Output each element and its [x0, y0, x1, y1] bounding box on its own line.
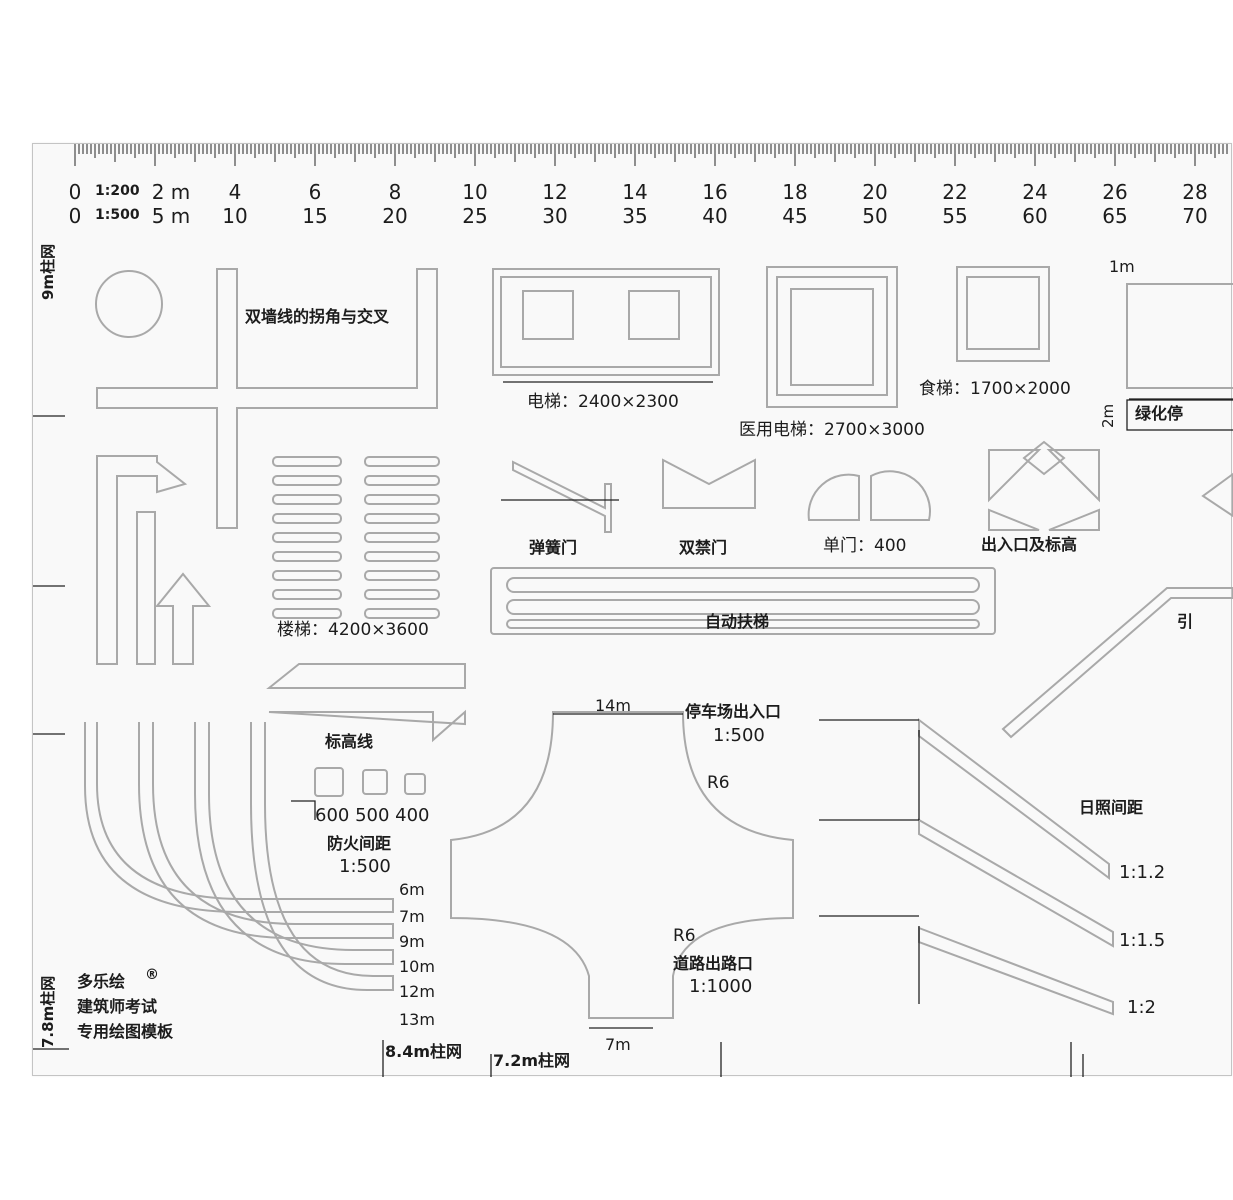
ruler-number: 12: [542, 180, 568, 204]
radius-10m-label: 10m: [399, 957, 435, 976]
ruler-number: 70: [1182, 204, 1208, 228]
elevator-cutout: [492, 268, 720, 376]
food-lift-label: 食梯：1700×2000: [919, 379, 1071, 399]
green-parking-label: 绿化停: [1135, 404, 1184, 423]
road-scale-label: 1:1000: [689, 976, 753, 997]
fire-spacing-label: 防火间距: [327, 834, 392, 853]
double-swing-door-label: 双禁门: [679, 538, 728, 557]
elevator-label: 电梯：2400×2300: [527, 392, 679, 412]
single-door-cutout: [807, 473, 860, 521]
double-wall-label: 双墙线的拐角与交叉: [245, 307, 390, 326]
elevation-line-label: 标高线: [325, 732, 374, 751]
entrance-elevation-cutout: [988, 449, 1100, 531]
ruler-number: 60: [1022, 204, 1048, 228]
medical-elevator-label: 医用电梯：2700×3000: [739, 420, 925, 440]
ruler-scale-name: 1:500: [95, 207, 140, 223]
r6-top-label: R6: [707, 773, 730, 793]
single-door-label: 单门：400: [823, 536, 907, 556]
ruler-number: 20: [862, 180, 888, 204]
registered-mark: ®: [145, 967, 159, 983]
road-intersection-cutout: [450, 711, 794, 1019]
ratio-2-label: 1:1.5: [1119, 930, 1166, 951]
fire-spacing-cutout: [314, 767, 426, 797]
leader-cutout: [1001, 587, 1233, 739]
circle-cutout: [95, 270, 163, 338]
ruler-zero-label: 0: [68, 204, 82, 228]
spring-door-label: 弹簧门: [529, 538, 578, 557]
brand-subtitle-1: 建筑师考试: [77, 997, 158, 1016]
radius-13m-label: 13m: [399, 1010, 435, 1029]
ruler-number: 4: [228, 180, 242, 204]
radius-7m-label: 7m: [399, 907, 425, 926]
radius-6m-label: 6m: [399, 880, 425, 899]
grid-78m-label: 7.8m柱网: [39, 975, 57, 1048]
food-lift-cutout: [956, 266, 1050, 362]
ruler-number: 35: [622, 204, 648, 228]
r6-bottom-label: R6: [673, 926, 696, 946]
radius-9m-label: 9m: [399, 932, 425, 951]
ruler-number: 20: [382, 204, 408, 228]
ruler-first-label: 2 m: [151, 180, 191, 204]
grid-9m-label: 9m柱网: [39, 243, 57, 300]
ruler-number: 6: [308, 180, 322, 204]
radius-curves-cutout: [84, 722, 394, 991]
ruler-scale-name: 1:200: [95, 183, 140, 199]
ruler-number: 16: [702, 180, 728, 204]
route-arrow-cutout: [96, 455, 188, 665]
double-wall-cutout: [96, 268, 438, 529]
ruler-ticks: [74, 144, 1228, 166]
double-swing-door-cutout: [662, 458, 756, 509]
two-m-label: 2m: [1099, 403, 1117, 428]
ruler-number: 10: [462, 180, 488, 204]
drawing-template: 0 1:200 2 m 4 6 8 10 12 14 16 18 20 22 24 26 28 0 1:500 5 …: [32, 143, 1233, 1077]
ratio-1-label: 1:1.2: [1119, 862, 1166, 883]
entrance-elevation-label: 出入口及标高: [981, 535, 1078, 554]
leader-label: 引: [1177, 612, 1194, 631]
ruler-number: 50: [862, 204, 888, 228]
ruler-number: 55: [942, 204, 968, 228]
ruler-number: 18: [782, 180, 808, 204]
ruler-number: 65: [1102, 204, 1128, 228]
parking-entrance-label: 停车场出入口: [685, 702, 782, 721]
road-exit-label: 道路出路口: [673, 954, 754, 973]
sunlight-slope-cutout: [918, 717, 1114, 1016]
sunlight-label: 日照间距: [1079, 798, 1144, 817]
ruler-number: 8: [388, 180, 402, 204]
brand-subtitle-2: 专用绘图模板: [77, 1022, 174, 1041]
ruler-number: 10: [222, 204, 248, 228]
medical-elevator-cutout: [766, 266, 898, 408]
grid-84m-label: 8.4m柱网: [385, 1042, 463, 1061]
ruler-number: 22: [942, 180, 968, 204]
elevation-line-cutout: [266, 663, 466, 743]
ruler-number: 24: [1022, 180, 1048, 204]
ruler-number: 45: [782, 204, 808, 228]
ruler-number: 25: [462, 204, 488, 228]
stencil-shapes: [33, 266, 1233, 1077]
escalator-label: 自动扶梯: [705, 612, 770, 631]
stairs-label: 楼梯：4200×3600: [277, 620, 429, 640]
one-m-label: 1m: [1109, 257, 1135, 276]
left-edge-ticks: [33, 415, 65, 735]
ruler-number: 28: [1182, 180, 1208, 204]
ruler-number: 26: [1102, 180, 1128, 204]
width-14m-label: 14m: [595, 696, 631, 715]
stairs-cutout: [272, 456, 440, 619]
ruler-number: 15: [302, 204, 328, 228]
spring-door-cutout: [512, 460, 612, 533]
fire-scale-label: 1:500: [339, 856, 391, 877]
grid-72m-label: 7.2m柱网: [493, 1051, 571, 1070]
ruler-first-label: 5 m: [151, 204, 191, 228]
green-parking-cutout: [1126, 283, 1233, 389]
width-7m-label: 7m: [605, 1035, 631, 1054]
ratio-3-label: 1:2: [1127, 997, 1156, 1018]
parking-scale-label: 1:500: [713, 725, 765, 746]
brand-name: 多乐绘: [77, 972, 126, 991]
ruler-number: 14: [622, 180, 648, 204]
escalator-cutout: [490, 567, 996, 635]
ruler-number: 40: [702, 204, 728, 228]
ruler-number: 30: [542, 204, 568, 228]
radius-12m-label: 12m: [399, 982, 435, 1001]
ruler-zero-label: 0: [68, 180, 82, 204]
fire-sizes-label: 600 500 400: [315, 805, 430, 826]
